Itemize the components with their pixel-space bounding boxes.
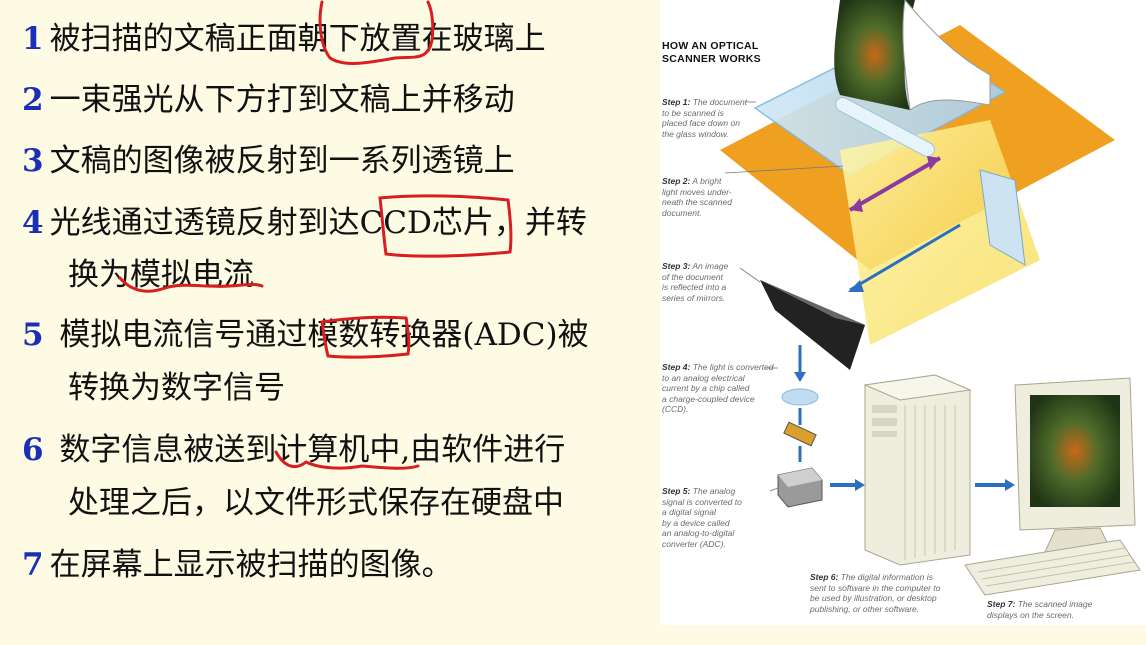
handwritten-annotations <box>118 0 513 470</box>
annotation-underline-analog <box>118 276 264 293</box>
step-text: 被扫描的文稿正面朝下放置在玻璃上 <box>49 21 546 57</box>
annotation-box-ccd <box>378 194 513 258</box>
caption-step-6: Step 6: The digital information is sent … <box>810 572 941 614</box>
step-number: 6 <box>22 432 44 468</box>
light-bar <box>835 96 935 158</box>
annotation-box-adc <box>320 315 411 359</box>
mirror <box>979 169 1026 266</box>
step-text: 数字信息被送到计算机中,由软件进行 <box>49 432 566 468</box>
caption-step-5: Step 5: The analog signal is converted t… <box>662 486 742 549</box>
caption-step-3: Step 3: An image of the document is refl… <box>662 261 729 303</box>
scanned-document <box>834 0 915 110</box>
annotation-underline-computer <box>274 450 420 470</box>
step-number: 5 <box>22 317 44 353</box>
step-text: 光线通过透镜反射到达CCD芯片，并转 <box>49 205 587 241</box>
step-number: 4 <box>22 205 44 241</box>
step-text: 文稿的图像被反射到一系列透镜上 <box>49 143 515 179</box>
prism <box>760 280 865 370</box>
lens <box>781 388 819 406</box>
caption-step-7: Step 7: The scanned image displays on th… <box>987 599 1093 620</box>
step-number: 3 <box>22 143 44 179</box>
ccd-chip <box>783 421 817 447</box>
step-number: 2 <box>22 82 44 118</box>
scanner-diagram: HOW AN OPTICAL SCANNER WORKS <box>660 0 1146 625</box>
step-number: 7 <box>22 547 44 583</box>
document-curl <box>902 0 991 111</box>
step-5-continued: 转换为数字信号 <box>68 370 285 406</box>
step-6: 6 数字信息被送到计算机中,由软件进行 <box>22 432 565 468</box>
reflect-arrow <box>849 223 961 292</box>
step-text: 在屏幕上显示被扫描的图像。 <box>49 547 453 583</box>
step-text: 一束强光从下方打到文稿上并移动 <box>49 82 515 118</box>
step-number: 1 <box>22 21 44 57</box>
caption-step-4: Step 4: The light is converted to an ana… <box>662 362 774 414</box>
caption-step-2: Step 2: A bright light moves under- neat… <box>662 176 732 218</box>
annotation-circle-facedown <box>318 0 435 65</box>
figure-title: HOW AN OPTICAL SCANNER WORKS <box>662 40 761 65</box>
monitor <box>1014 377 1136 553</box>
keyboard <box>964 539 1141 596</box>
movement-arrow <box>848 156 942 212</box>
caption-step-1: Step 1: The document to be scanned is pl… <box>662 97 748 139</box>
computer-tower <box>863 374 972 566</box>
step-6-continued: 处理之后，以文件形式保存在硬盘中 <box>68 485 564 521</box>
scanner-illustration <box>720 0 1141 596</box>
